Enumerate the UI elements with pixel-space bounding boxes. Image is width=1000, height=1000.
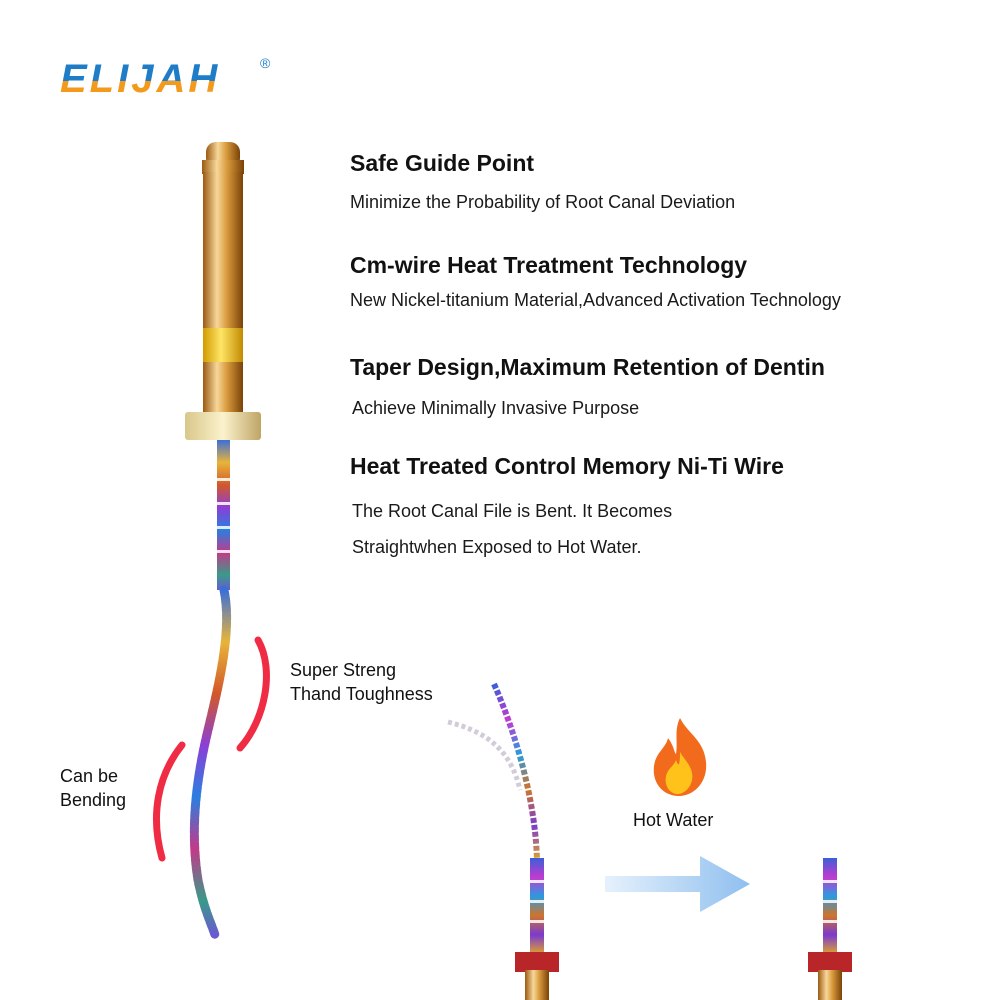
strength-callout-line-1: Super Streng (290, 660, 397, 680)
file-curved-blade (189, 585, 232, 940)
feature-desc-4a: The Root Canal File is Bent. It Becomes (352, 501, 673, 521)
bend-arc-right (236, 636, 270, 752)
feature-desc-4b: Straightwhen Exposed to Hot Water. (352, 537, 642, 557)
feature-desc-2: New Nickel-titanium Material,Advanced Ac… (350, 290, 841, 310)
brand-logo: ELIJAH ® (60, 55, 271, 101)
feature-title-2: Cm-wire Heat Treatment Technology (350, 252, 748, 278)
arrow-right-icon (605, 856, 750, 912)
endo-file-straight (808, 670, 852, 1000)
strength-callout-line-2: Thand Toughness (290, 684, 433, 704)
feature-title-1: Safe Guide Point (350, 150, 535, 176)
endo-file-main (185, 142, 261, 940)
feature-desc-1: Minimize the Probability of Root Canal D… (350, 192, 736, 212)
bending-callout-line-1: Can be (60, 766, 119, 786)
bending-callout-line-2: Bending (60, 790, 127, 810)
bending-callout: Can be Bending (60, 764, 126, 812)
hot-water-label: Hot Water (633, 810, 714, 830)
brand-name: ELIJAH (60, 57, 220, 101)
yellow-band (203, 328, 243, 364)
registered-mark: ® (260, 55, 271, 71)
strength-callout: Super Streng Thand Toughness (290, 658, 433, 706)
feature-title-4: Heat Treated Control Memory Ni-Ti Wire (350, 453, 784, 479)
rubber-stopper (185, 412, 261, 440)
file-handle (203, 172, 243, 330)
feature-title-3: Taper Design,Maximum Retention of Dentin (350, 354, 825, 380)
flame-icon (653, 718, 707, 796)
file-shank (217, 440, 230, 590)
bend-arc-left (153, 741, 186, 862)
endo-file-bent (447, 682, 559, 1000)
feature-desc-3: Achieve Minimally Invasive Purpose (352, 398, 640, 418)
